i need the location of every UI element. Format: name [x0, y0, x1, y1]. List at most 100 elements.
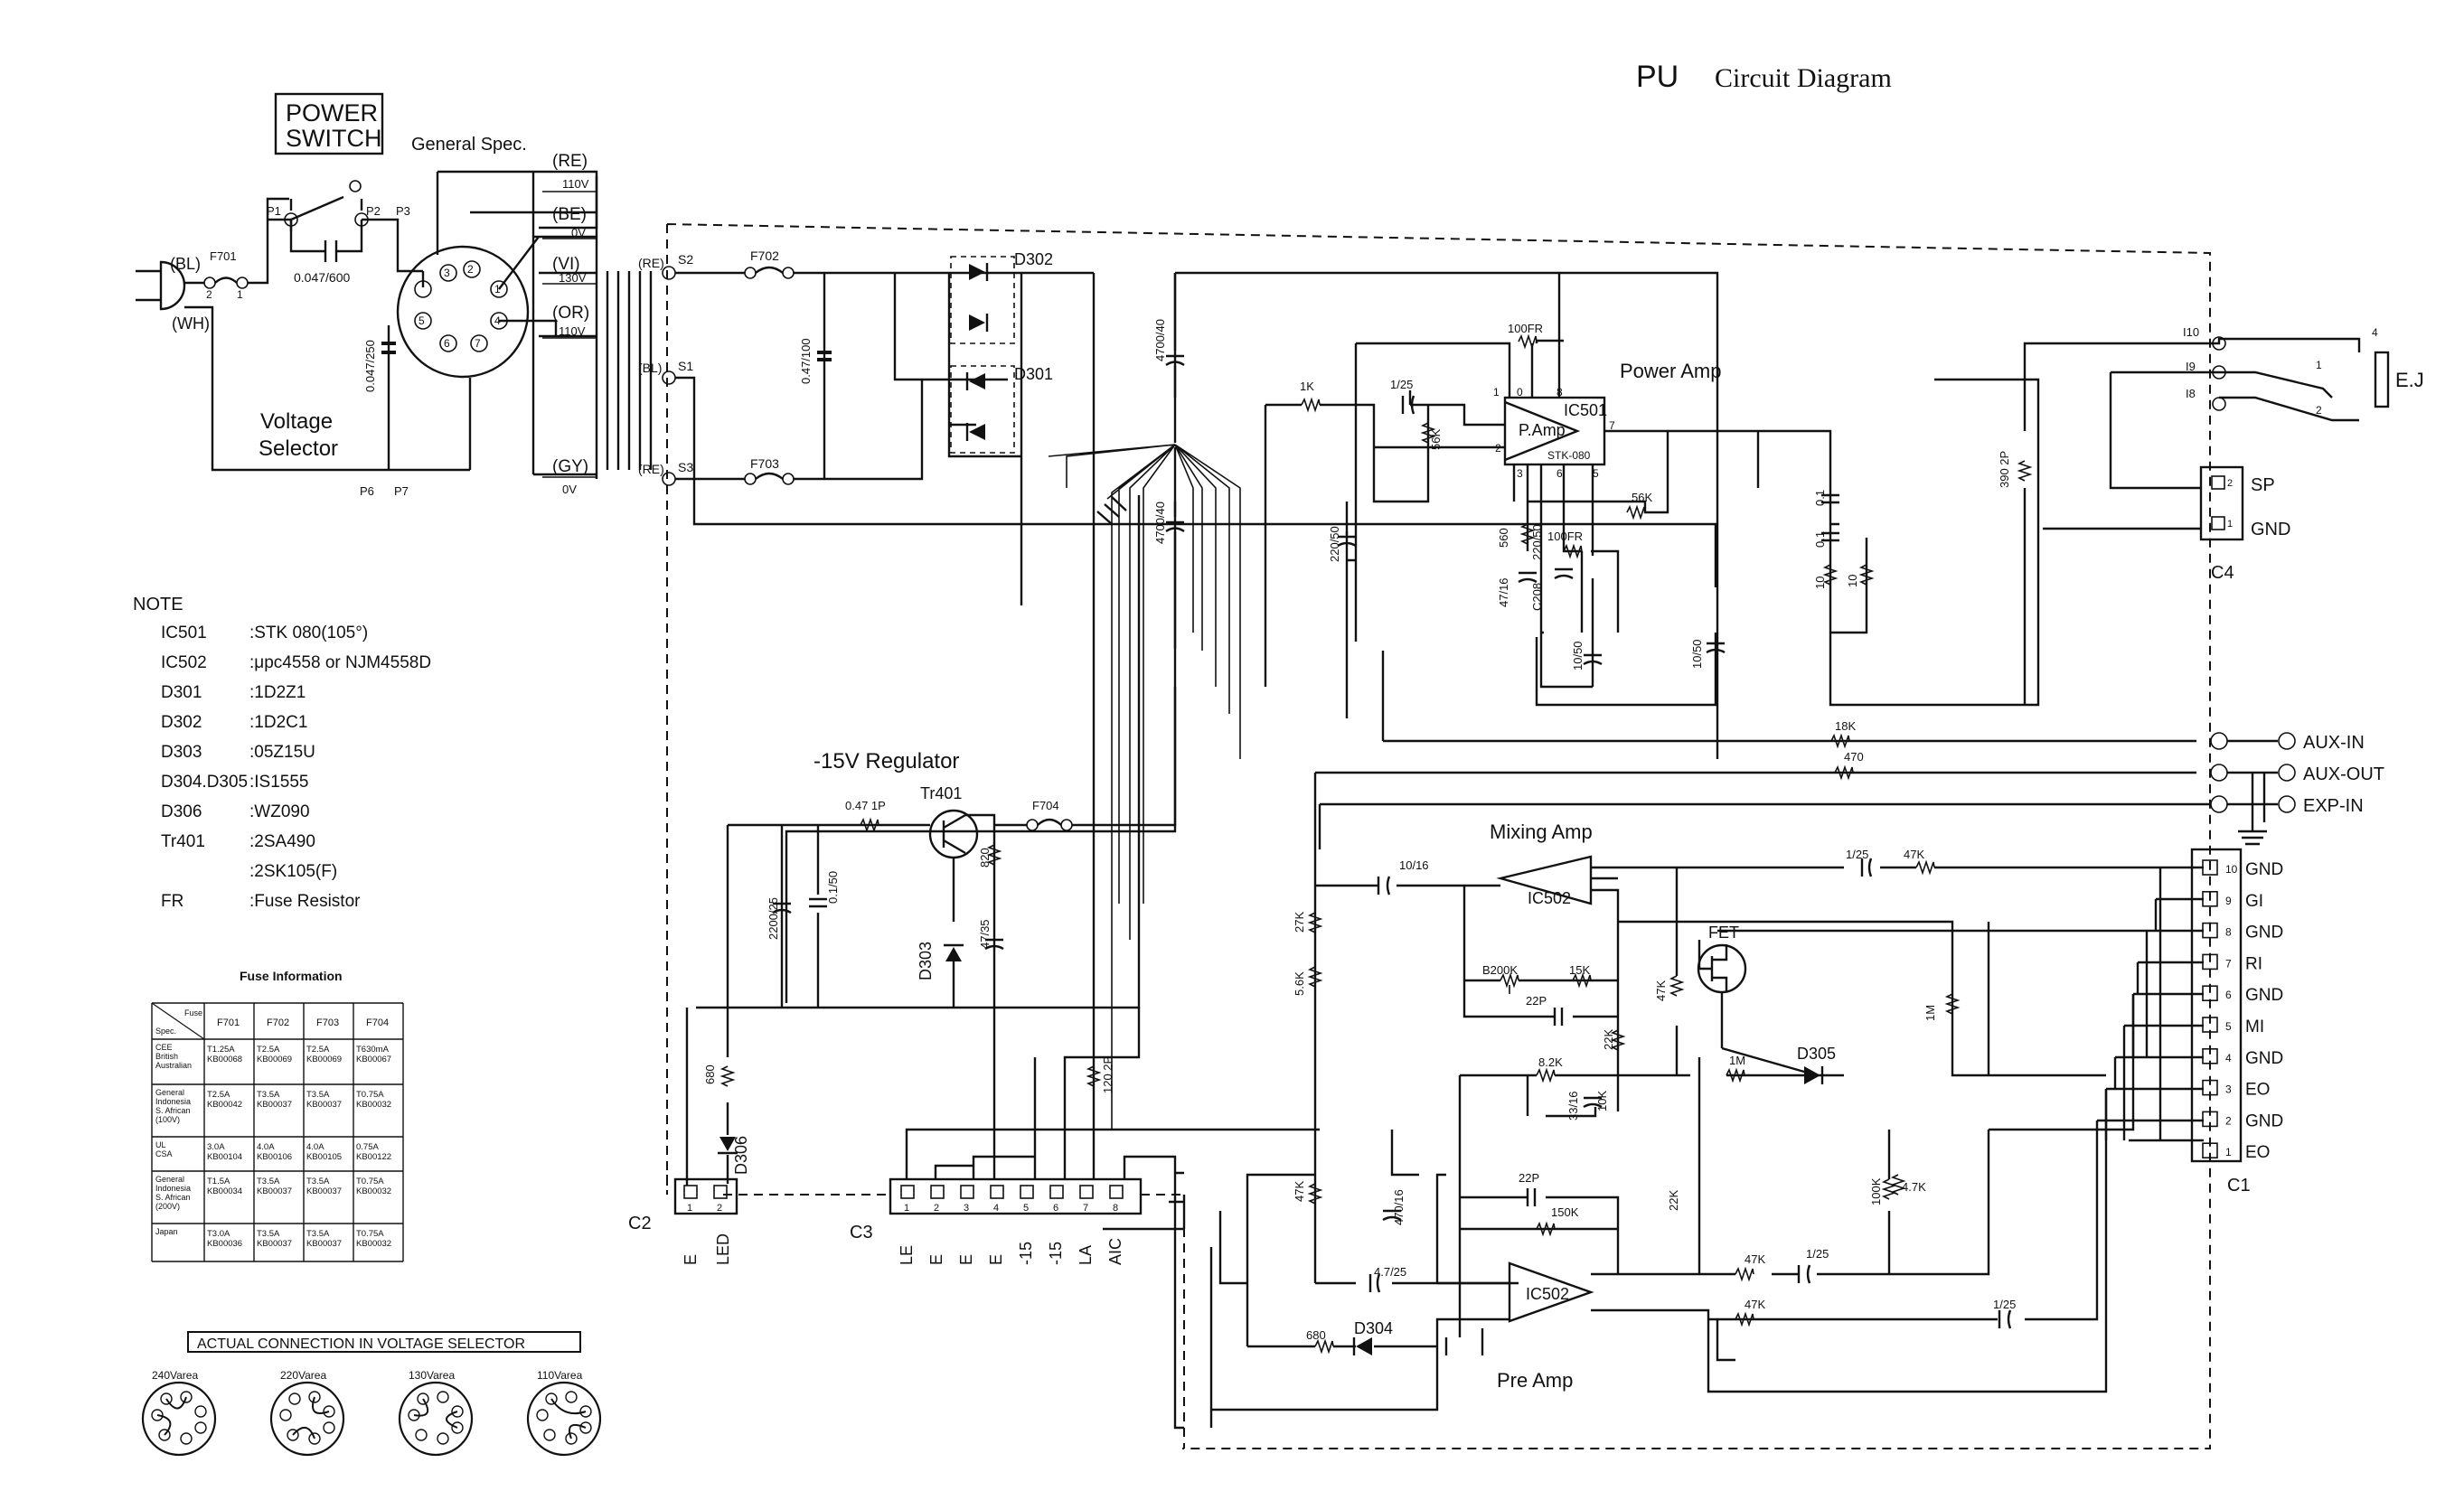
- fuse-table-cell: T3.5A: [306, 1229, 330, 1239]
- selector-conn-link: [550, 1398, 587, 1415]
- tap-vi-v: 130V: [559, 271, 587, 285]
- c47016: [1382, 1209, 1402, 1222]
- power-switch-label-1: POWER: [286, 99, 378, 127]
- c0150-label: 0.1/50: [826, 871, 840, 904]
- c1-pin-name: GND: [2245, 1111, 2283, 1130]
- fuse-table-cell: T1.5A: [207, 1177, 230, 1186]
- c3-pin: [960, 1185, 974, 1199]
- c4716-label: 47/16: [1497, 577, 1510, 607]
- s1-tap: (BL): [638, 361, 662, 375]
- r100fr: [1518, 333, 1538, 350]
- note-key: D304.D305: [161, 773, 248, 792]
- r47kc: [1307, 1183, 1323, 1205]
- selector-conn-link: [292, 1427, 315, 1439]
- r27k: [1307, 912, 1323, 933]
- c2200-label: 2200/25: [766, 897, 780, 940]
- c125-label: 1/25: [1390, 378, 1413, 391]
- fuse-table-spec: Indonesia: [155, 1097, 191, 1106]
- c47016-label: 470/16: [1392, 1189, 1406, 1225]
- r47kb: [1915, 859, 1935, 876]
- fuse-table-cell: KB00034: [207, 1186, 242, 1196]
- note-value: :STK 080(105°): [249, 624, 368, 642]
- d302-box: [950, 256, 1015, 344]
- c1016: [1377, 876, 1391, 896]
- selector-conn-label: 220Varea: [280, 1369, 326, 1382]
- f701-pin2: 2: [206, 288, 212, 301]
- i10-label: I10: [2183, 325, 2199, 339]
- selector-conn-pin: [287, 1429, 299, 1441]
- c1-pin: [2202, 1079, 2218, 1096]
- c4700-bottom: [1165, 447, 1185, 605]
- r100fr2-label: 100FR: [1547, 530, 1583, 543]
- c3-pin: [900, 1185, 915, 1199]
- tap-re-v: 110V: [562, 177, 589, 191]
- fuse-table-spec: S. African: [155, 1193, 191, 1202]
- fuse-table-cell: T2.5A: [306, 1045, 330, 1055]
- note-value: :2SA490: [249, 832, 315, 851]
- socket-pin-3: 3: [444, 267, 450, 279]
- note-value: :WZ090: [249, 802, 310, 821]
- c1-pin-name: RI: [2245, 954, 2262, 973]
- selector-conn-pin: [565, 1391, 578, 1403]
- fuse-table-cell: KB00032: [356, 1186, 391, 1196]
- d306: [719, 1137, 736, 1151]
- d301-diodes: [965, 372, 985, 441]
- f704-label: F704: [1032, 799, 1059, 812]
- c1050: [1583, 653, 1603, 666]
- c3-pin-name: LA: [1077, 1245, 1095, 1265]
- c-switch-label: 0.047/600: [294, 270, 350, 285]
- p6-label: P6: [360, 484, 374, 498]
- selector-conn-socket: [269, 1381, 345, 1457]
- r820-label: 820: [978, 848, 992, 867]
- c22050-label: 220/50: [1328, 526, 1341, 562]
- c1-pin-number: 10: [2225, 863, 2238, 876]
- selector-conn-pin: [279, 1409, 292, 1421]
- c1-pin-number: 2: [2225, 1114, 2232, 1127]
- voltage-selector-label-2: Selector: [259, 436, 338, 461]
- plug-bl-label: (BL): [170, 255, 201, 273]
- r47k: [1669, 975, 1685, 997]
- c22pb: [1526, 1188, 1537, 1206]
- s2-tap: (RE): [638, 256, 664, 270]
- c2-name-led: LED: [714, 1233, 732, 1265]
- ej-pin4: 4: [2372, 326, 2378, 339]
- p1-label: P1: [267, 204, 281, 218]
- r47kf-label: 4.7K: [1902, 1180, 1926, 1194]
- c22pb-label: 22P: [1519, 1171, 1539, 1185]
- r18k-label: 18K: [1835, 719, 1856, 733]
- ground-star-fan: [1048, 444, 1241, 1130]
- fuse-table-cell: T630mA: [356, 1045, 390, 1055]
- aux-out-jack: [2278, 764, 2296, 782]
- fuse-table-cell: KB00037: [257, 1100, 292, 1110]
- r1202p-label: 120 2P: [1101, 1056, 1114, 1093]
- r3902p-label: 390 2P: [1998, 451, 2011, 488]
- c1-pin-name: MI: [2245, 1017, 2264, 1036]
- c-047-100-a: [817, 351, 832, 354]
- c3-pin: [1049, 1185, 1064, 1199]
- d305-label: D305: [1797, 1045, 1836, 1063]
- r100fr2: [1563, 543, 1583, 559]
- diagram-title: PU: [1636, 60, 1679, 94]
- c4735-label: 47/35: [978, 919, 992, 949]
- ic502-mixing-label: IC502: [1528, 889, 1571, 907]
- r3902p: [2017, 460, 2033, 482]
- fuse-table-cell: T0.75A: [356, 1090, 384, 1100]
- r1mb-label: 1M: [1923, 1005, 1937, 1021]
- ic501-pin7: 7: [1609, 419, 1615, 432]
- r56k2: [1626, 504, 1646, 520]
- c1-pin: [2202, 1111, 2218, 1128]
- c2-connector: [673, 1177, 738, 1215]
- tr401-label: Tr401: [920, 784, 962, 802]
- c2-pin2: [713, 1185, 728, 1199]
- f702-label: F702: [750, 248, 779, 263]
- sp-gnd-label: GND: [2251, 520, 2290, 539]
- r10: [1822, 564, 1839, 586]
- c3-pin-name: LE: [898, 1245, 916, 1265]
- r56k: [1420, 422, 1436, 444]
- aux-out-label: AUX-OUT: [2303, 764, 2384, 784]
- mains-wiring: [184, 197, 470, 472]
- s3-terminal: [662, 472, 676, 486]
- fuse-table-spec: Indonesia: [155, 1184, 191, 1193]
- c1050b: [1706, 642, 1726, 654]
